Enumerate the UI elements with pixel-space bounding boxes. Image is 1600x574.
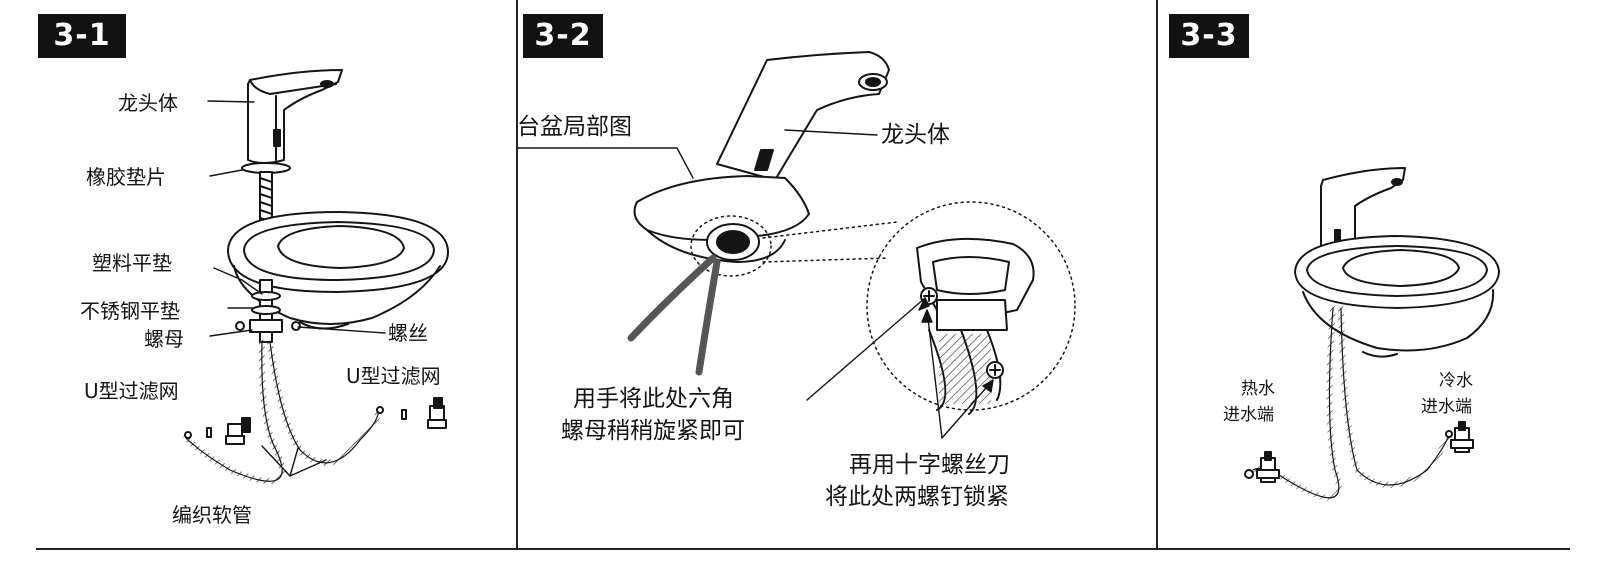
faucet-body-drawing [247, 69, 343, 164]
label-steel-washer: 不锈钢平垫 [80, 299, 180, 323]
label-screwdriver-line2: 将此处两螺钉锁紧 [825, 484, 1009, 510]
nut-drawing [249, 319, 283, 333]
detail-diagram: 台盆局部图 龙头体 用手将此处六角 螺母稍稍旋紧即可 再用十字螺丝刀 将此处两螺… [517, 51, 1076, 510]
label-screwdriver-line1: 再用十字螺丝刀 [849, 452, 1010, 478]
basin-partial-drawing [633, 175, 810, 263]
panel-divider [516, 0, 518, 548]
step-badge: 3-3 [1169, 14, 1249, 58]
panel-divider [1156, 0, 1158, 548]
step-badge: 3-2 [523, 14, 603, 58]
label-plastic-washer: 塑料平垫 [92, 251, 172, 275]
basin-drawing [227, 211, 449, 330]
filter-right-drawing [401, 409, 407, 420]
hot-valve-drawing [1244, 451, 1280, 483]
step-badge: 3-1 [38, 14, 126, 58]
label-filter-left: U型过滤网 [84, 379, 179, 403]
label-nut: 螺母 [144, 327, 184, 351]
panel-step-3-1: 3-1 [0, 0, 517, 548]
label-braided-hose: 编织软管 [172, 503, 252, 527]
label-rubber-gasket: 橡胶垫片 [86, 165, 166, 189]
filter-left-drawing [206, 427, 212, 438]
label-hand-tighten-line1: 用手将此处六角 [573, 386, 734, 412]
magnified-view-circle [866, 201, 1076, 411]
plastic-washer-drawing [251, 291, 281, 301]
faucet-body-drawing [716, 51, 890, 181]
faucet-exploded-diagram: 龙头体 橡胶垫片 塑料平垫 不锈钢平垫 螺母 螺丝 U型过滤网 U型过滤网 编织… [80, 69, 449, 527]
label-basin-partial: 台盆局部图 [517, 114, 632, 140]
label-hot-line2: 进水端 [1223, 405, 1274, 425]
label-hand-tighten-line2: 螺母稍稍旋紧即可 [561, 418, 745, 444]
label-screw: 螺丝 [388, 321, 428, 345]
panel-step-3-2: 3-2 [517, 0, 1157, 548]
steel-washer-drawing [251, 305, 281, 315]
magnified-nut-drawing [916, 237, 1035, 415]
left-angle-valve-drawing [184, 417, 251, 445]
panel-step-3-3: 3-3 [1157, 0, 1600, 548]
basin-drawing [1294, 235, 1500, 358]
label-cold-line2: 进水端 [1421, 397, 1472, 417]
label-cold-line1: 冷水 [1439, 371, 1473, 391]
label-hot-line1: 热水 [1241, 379, 1275, 399]
label-faucet-body: 龙头体 [881, 122, 950, 148]
right-angle-valve-drawing [376, 397, 447, 429]
label-faucet-body: 龙头体 [118, 91, 178, 115]
label-filter-right: U型过滤网 [346, 364, 441, 388]
installed-diagram: 热水 进水端 冷水 进水端 [1223, 167, 1500, 501]
bottom-rule [36, 548, 1570, 550]
cold-valve-drawing [1445, 421, 1474, 453]
